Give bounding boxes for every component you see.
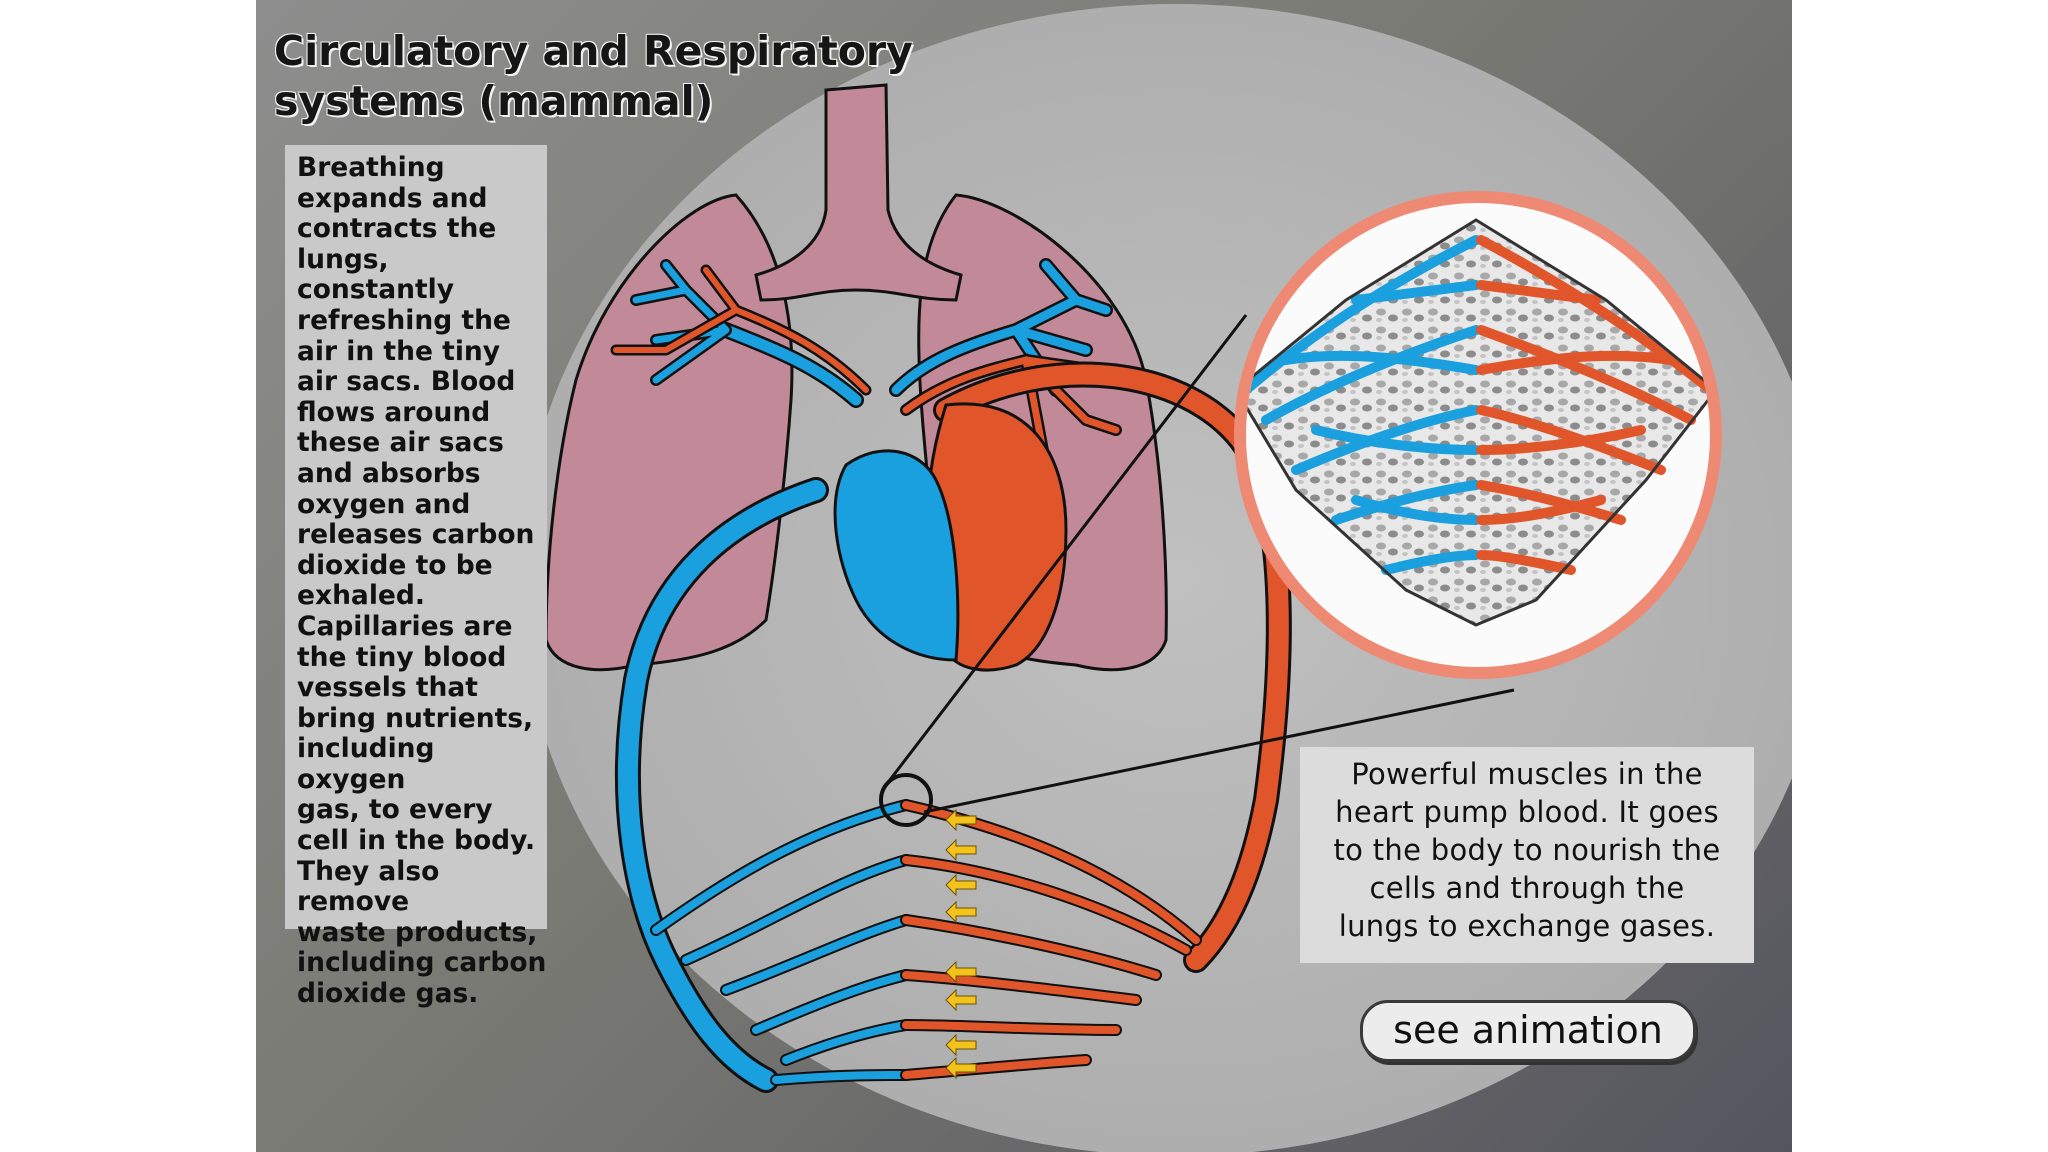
circulatory-diagram: [544, 83, 1722, 1093]
capillary-bed: [650, 799, 1202, 1086]
magnifier-callout: [879, 191, 1722, 827]
flow-arrow-icon: [945, 808, 977, 1080]
heart: [833, 402, 1068, 672]
breathing-explanation: Breathing expands and contracts the lung…: [285, 145, 547, 1009]
magnifier-target: [879, 773, 933, 827]
see-animation-button[interactable]: see animation: [1360, 1000, 1696, 1062]
pulmonary-vessels: [610, 258, 1122, 526]
venous-capillaries: [650, 799, 912, 1086]
page-title: Circulatory and Respiratory systems (mam…: [274, 27, 913, 125]
heart-explanation: Powerful muscles in the heart pump blood…: [1300, 747, 1754, 963]
arterial-capillaries: [900, 799, 1202, 1081]
heart-right-side: [833, 449, 960, 662]
diagram-panel: Circulatory and Respiratory systems (mam…: [256, 0, 1792, 1152]
trachea: [754, 83, 963, 302]
capillary-closeup: [1246, 218, 1710, 627]
